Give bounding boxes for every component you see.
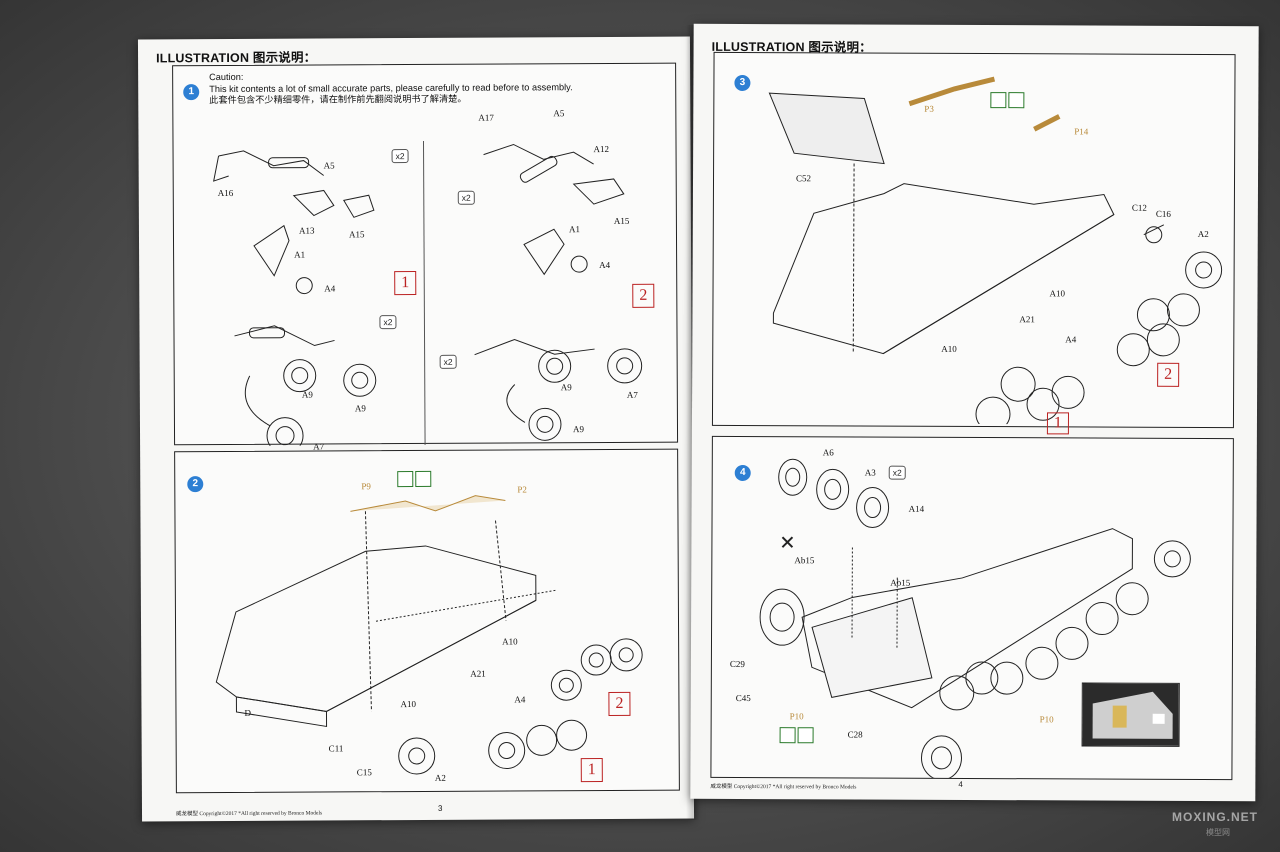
part-label: P10 <box>1039 714 1054 725</box>
part-label: A2 <box>1197 228 1209 240</box>
part-label: C52 <box>795 173 812 184</box>
part-label: C11 <box>328 743 344 754</box>
part-label: C28 <box>847 729 863 740</box>
suspension-drawing <box>213 140 643 447</box>
hull-drawing <box>215 495 643 775</box>
part-label: A15 <box>348 229 365 240</box>
part-label: A1 <box>294 249 306 260</box>
part-label: A10 <box>941 343 957 354</box>
part-label: A21 <box>470 668 486 679</box>
quantity-badge: x2 <box>457 190 475 205</box>
callout-drawing <box>1082 683 1179 746</box>
drive-sprocket-drawing <box>759 458 1191 780</box>
step-4-panel: 4 A6 A3 x2 A14 Ab15 <box>710 435 1234 781</box>
watermark-brand: MOXING.NET <box>1171 810 1258 824</box>
page-footer: 威龙模型 Copyright©2017 *All right reserved … <box>710 783 857 791</box>
part-label: A12 <box>593 143 610 155</box>
part-label: A9 <box>301 389 313 400</box>
quantity-badge: x2 <box>439 354 457 369</box>
step-2-panel: 2 P9 P2 A10 A21 <box>174 448 680 794</box>
part-label: Ab15 <box>890 577 911 588</box>
page-heading: ILLUSTRATION 图示说明： <box>156 50 317 66</box>
step-3-panel: 3 P3 P14 C52 C12 <box>711 51 1236 435</box>
glue-icon <box>779 727 796 744</box>
part-label: A14 <box>908 503 925 514</box>
part-label: A9 <box>354 403 366 414</box>
part-label: A10 <box>1049 288 1066 299</box>
tool-icons <box>779 727 814 744</box>
part-label: A3 <box>864 467 876 478</box>
quantity-badge: x2 <box>888 465 906 480</box>
variant-marker: 2 <box>632 283 655 308</box>
detail-callout <box>1081 682 1180 747</box>
left-page: ILLUSTRATION 图示说明： 1 Caution: This kit c… <box>137 36 695 822</box>
part-label: A4 <box>514 694 526 705</box>
part-label: A5 <box>323 160 335 171</box>
page-number: 3 <box>437 803 443 813</box>
step-1-panel: 1 Caution: This kit contents a lot of sm… <box>172 62 679 452</box>
variant-marker: 1 <box>394 270 417 296</box>
part-label: C12 <box>1131 202 1147 213</box>
part-label: A5 <box>553 108 565 119</box>
variant-marker: 2 <box>1157 362 1180 387</box>
part-label: C45 <box>735 692 751 704</box>
page-number: 4 <box>958 779 963 789</box>
part-label: A2 <box>434 772 446 783</box>
drill-icon <box>797 727 814 744</box>
part-label: A21 <box>1019 314 1035 325</box>
step-badge: 1 <box>183 84 200 101</box>
part-label: A15 <box>613 215 630 226</box>
part-label: P3 <box>924 103 934 114</box>
part-label: C29 <box>729 658 745 670</box>
variant-marker: 1 <box>580 758 603 783</box>
part-label: A4 <box>1065 334 1077 345</box>
variant-marker: 1 <box>1046 412 1070 435</box>
part-label: P14 <box>1074 126 1089 137</box>
part-label: A10 <box>502 636 518 647</box>
part-label: Ab15 <box>794 555 815 566</box>
part-label: A10 <box>400 699 416 710</box>
part-label: A16 <box>217 187 234 199</box>
part-label: P9 <box>361 481 371 492</box>
part-label: D <box>244 707 252 718</box>
part-label: A7 <box>626 389 638 400</box>
part-label: A17 <box>478 112 494 123</box>
part-label: A9 <box>560 382 572 393</box>
part-label: A1 <box>568 224 580 235</box>
part-label: P2 <box>517 484 527 495</box>
part-label: A9 <box>572 424 585 435</box>
page-footer: 威龙模型 Copyright©2017 *All right reserved … <box>175 810 323 818</box>
part-label: C16 <box>1155 208 1171 219</box>
part-label: P10 <box>789 711 804 722</box>
quantity-badge: x2 <box>391 149 409 164</box>
variant-marker: 2 <box>608 691 631 716</box>
caution-text: Caution: This kit contents a lot of smal… <box>209 70 669 107</box>
right-page: ILLUSTRATION 图示说明： 3 <box>690 23 1259 802</box>
watermark-sub: 模型网 <box>1206 828 1230 837</box>
part-label: A6 <box>822 447 834 458</box>
part-label: A13 <box>298 225 315 236</box>
quantity-badge: x2 <box>379 315 397 330</box>
part-label: A4 <box>324 283 336 294</box>
part-label: C15 <box>356 767 372 778</box>
hull-side-drawing <box>768 76 1223 426</box>
part-label: A4 <box>599 259 611 271</box>
